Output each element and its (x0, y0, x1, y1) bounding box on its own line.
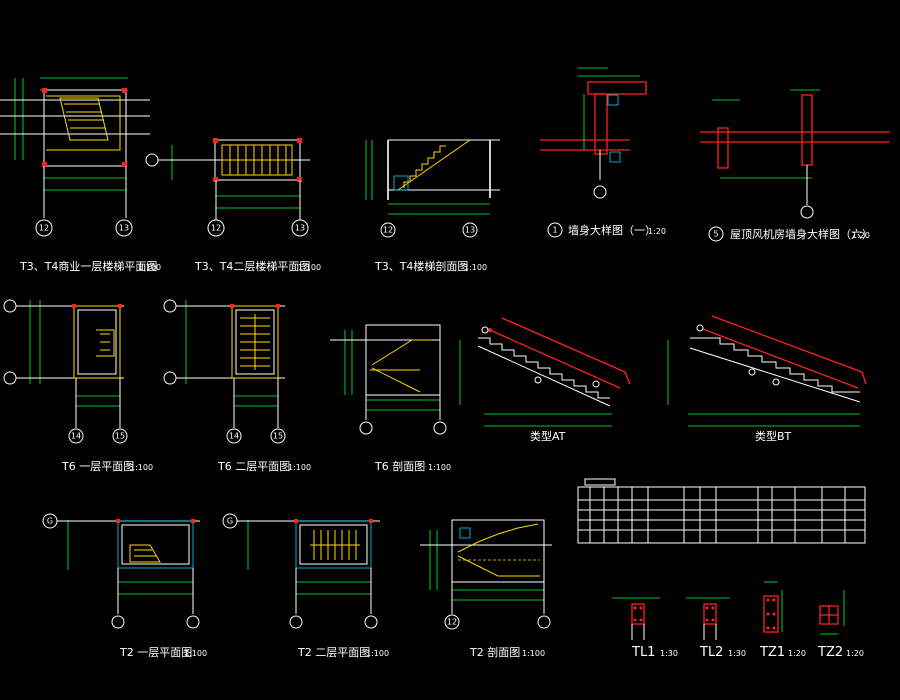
tz1-scale: 1:20 (788, 649, 806, 658)
t6-floor1-title: T6 一层平面图 (61, 460, 134, 473)
wall-detail6-scale: 1:20 (852, 231, 870, 240)
t34-floor1-scale: 1:100 (138, 263, 161, 272)
svg-text:12: 12 (447, 618, 457, 627)
t2-section: 12 (420, 519, 552, 630)
svg-text:5: 5 (713, 230, 718, 239)
wall-detail-1 (540, 67, 647, 199)
t34-section-title: T3、T4楼梯剖面图 (374, 259, 468, 273)
t6-floor2-title: T6 二层平面图 (217, 460, 290, 473)
tz2-title: TZ2 (817, 645, 843, 660)
t2-floor2-title: T2 二层平面图 (297, 646, 370, 659)
svg-text:14: 14 (229, 432, 239, 441)
tz1-detail (763, 581, 783, 633)
svg-text:12: 12 (39, 224, 49, 233)
wall-detail6-title: 屋顶风机房墙身大样图（六） (730, 227, 873, 241)
tl1-title: TL1 (631, 645, 655, 660)
svg-text:13: 13 (295, 224, 305, 233)
tl1-detail (612, 597, 660, 640)
t34-section-scale: 1:100 (464, 263, 487, 272)
wall-detail1-scale: 1:20 (648, 227, 666, 236)
t2-floor2-scale: 1:100 (366, 649, 389, 658)
type-bt-profile (667, 315, 867, 427)
type-at-title: 类型AT (530, 429, 566, 443)
t2-floor2-plan: G (222, 513, 380, 629)
axis-marker-15 (112, 428, 128, 444)
svg-text:15: 15 (115, 432, 125, 441)
tz2-detail (819, 590, 845, 635)
tz1-title: TZ1 (759, 645, 785, 660)
axis-marker-14 (226, 428, 242, 444)
tl2-detail (686, 597, 730, 640)
type-bt-title: 类型BT (755, 429, 792, 443)
wall-detail1-title: 墙身大样图（一） (568, 223, 656, 237)
svg-text:14: 14 (71, 432, 81, 441)
t34-section: 12 13 (365, 139, 500, 238)
t2-section-title: T2 剖面图 (469, 645, 520, 659)
axis-marker-12 (35, 219, 53, 237)
detail-number-circle (547, 222, 563, 238)
axis-marker-13 (115, 219, 133, 237)
axis-marker-13 (291, 219, 309, 237)
t6-section (330, 324, 447, 435)
t6-floor1-plan: 14 15 (3, 299, 128, 444)
tl2-scale: 1:30 (728, 649, 746, 658)
svg-text:12: 12 (211, 224, 221, 233)
svg-text:G: G (47, 517, 53, 526)
stair-schedule-table (577, 478, 866, 544)
t34-floor1-title: T3、T4商业一层楼梯平面图 (19, 259, 157, 273)
svg-text:12: 12 (383, 226, 393, 235)
tz2-scale: 1:20 (846, 649, 864, 658)
t6-floor1-scale: 1:100 (130, 463, 153, 472)
t2-floor1-title: T2 一层平面图 (119, 646, 192, 659)
t34-floor1-plan: 12 13 (0, 77, 150, 237)
wall-detail-6 (700, 89, 890, 219)
t34-floor2-scale: 1:100 (298, 263, 321, 272)
svg-text:13: 13 (119, 224, 129, 233)
t6-section-title: T6 剖面图 (374, 459, 425, 473)
axis-marker-12 (380, 222, 396, 238)
t6-floor2-plan: 14 15 (163, 299, 286, 444)
t34-floor2-plan: 12 13 (145, 138, 310, 237)
t2-floor1-scale: 1:100 (184, 649, 207, 658)
t34-floor2-title: T3、T4二层楼梯平面图 (194, 259, 310, 273)
svg-text:15: 15 (273, 432, 283, 441)
t2-floor1-plan: G (42, 513, 200, 629)
t2-section-scale: 1:100 (522, 649, 545, 658)
tl1-scale: 1:30 (660, 649, 678, 658)
t6-section-scale: 1:100 (428, 463, 451, 472)
axis-marker-13 (462, 222, 478, 238)
type-at-profile (459, 317, 631, 427)
axis-marker-15 (270, 428, 286, 444)
t6-floor2-scale: 1:100 (288, 463, 311, 472)
detail-number-circle (708, 226, 724, 242)
svg-text:G: G (227, 517, 233, 526)
axis-marker-14 (68, 428, 84, 444)
svg-text:1: 1 (552, 226, 557, 235)
tl2-title: TL2 (699, 645, 723, 660)
axis-marker-12 (444, 614, 460, 630)
svg-text:13: 13 (465, 226, 475, 235)
axis-marker-12 (207, 219, 225, 237)
